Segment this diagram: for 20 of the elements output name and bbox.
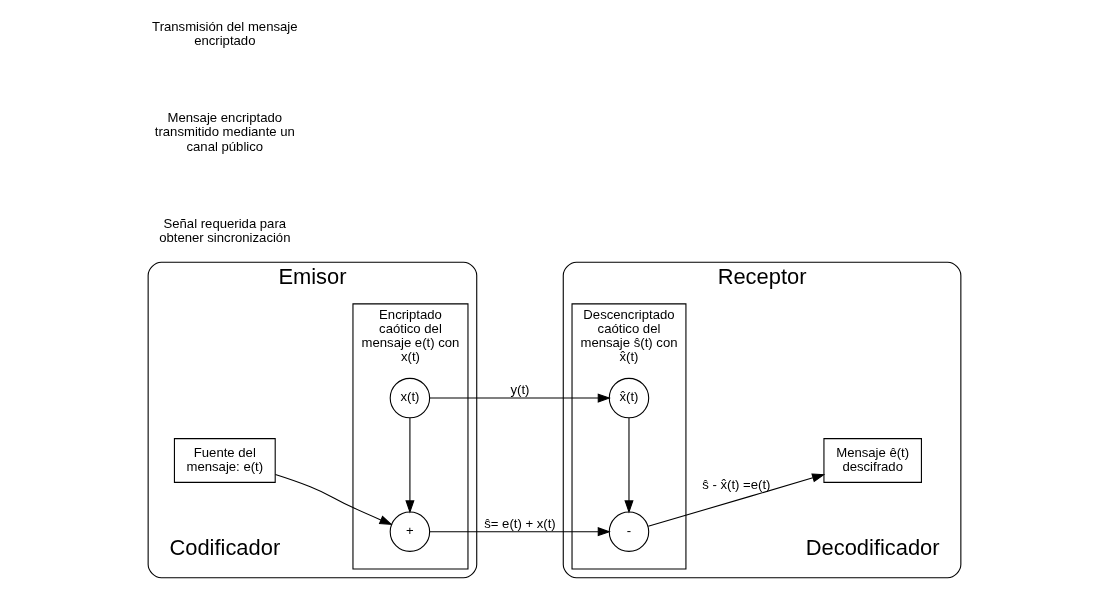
node-circle: x(t): [389, 377, 430, 419]
arrow: [623, 417, 634, 514]
label: Señal requerida para obtener sincronización: [158, 215, 290, 246]
arrow: [428, 527, 611, 537]
node-box: Fuente del mensaje: e(t): [173, 438, 276, 483]
node-circle: x̂(t): [608, 377, 649, 419]
edge-label: y(t): [510, 382, 529, 398]
arrow: [274, 474, 393, 525]
node-label: Codificador: [168, 534, 280, 560]
arrow: [647, 473, 825, 527]
node-box: Mensaje ê(t) descifrado: [822, 438, 922, 483]
node-label: Decodificador: [805, 534, 940, 560]
label: Mensaje encriptado transmitido mediante un canal público: [154, 110, 295, 154]
edge-label: ŝ= e(t) + x(t): [483, 515, 556, 531]
edge-label: ŝ - x̂(t) =e(t): [701, 476, 770, 492]
node-circle: +: [389, 511, 430, 552]
arrow: [404, 417, 415, 514]
arrow: [428, 393, 611, 403]
label: Transmisión del mensaje encriptado: [151, 18, 298, 48]
node-circle: -: [608, 511, 649, 552]
